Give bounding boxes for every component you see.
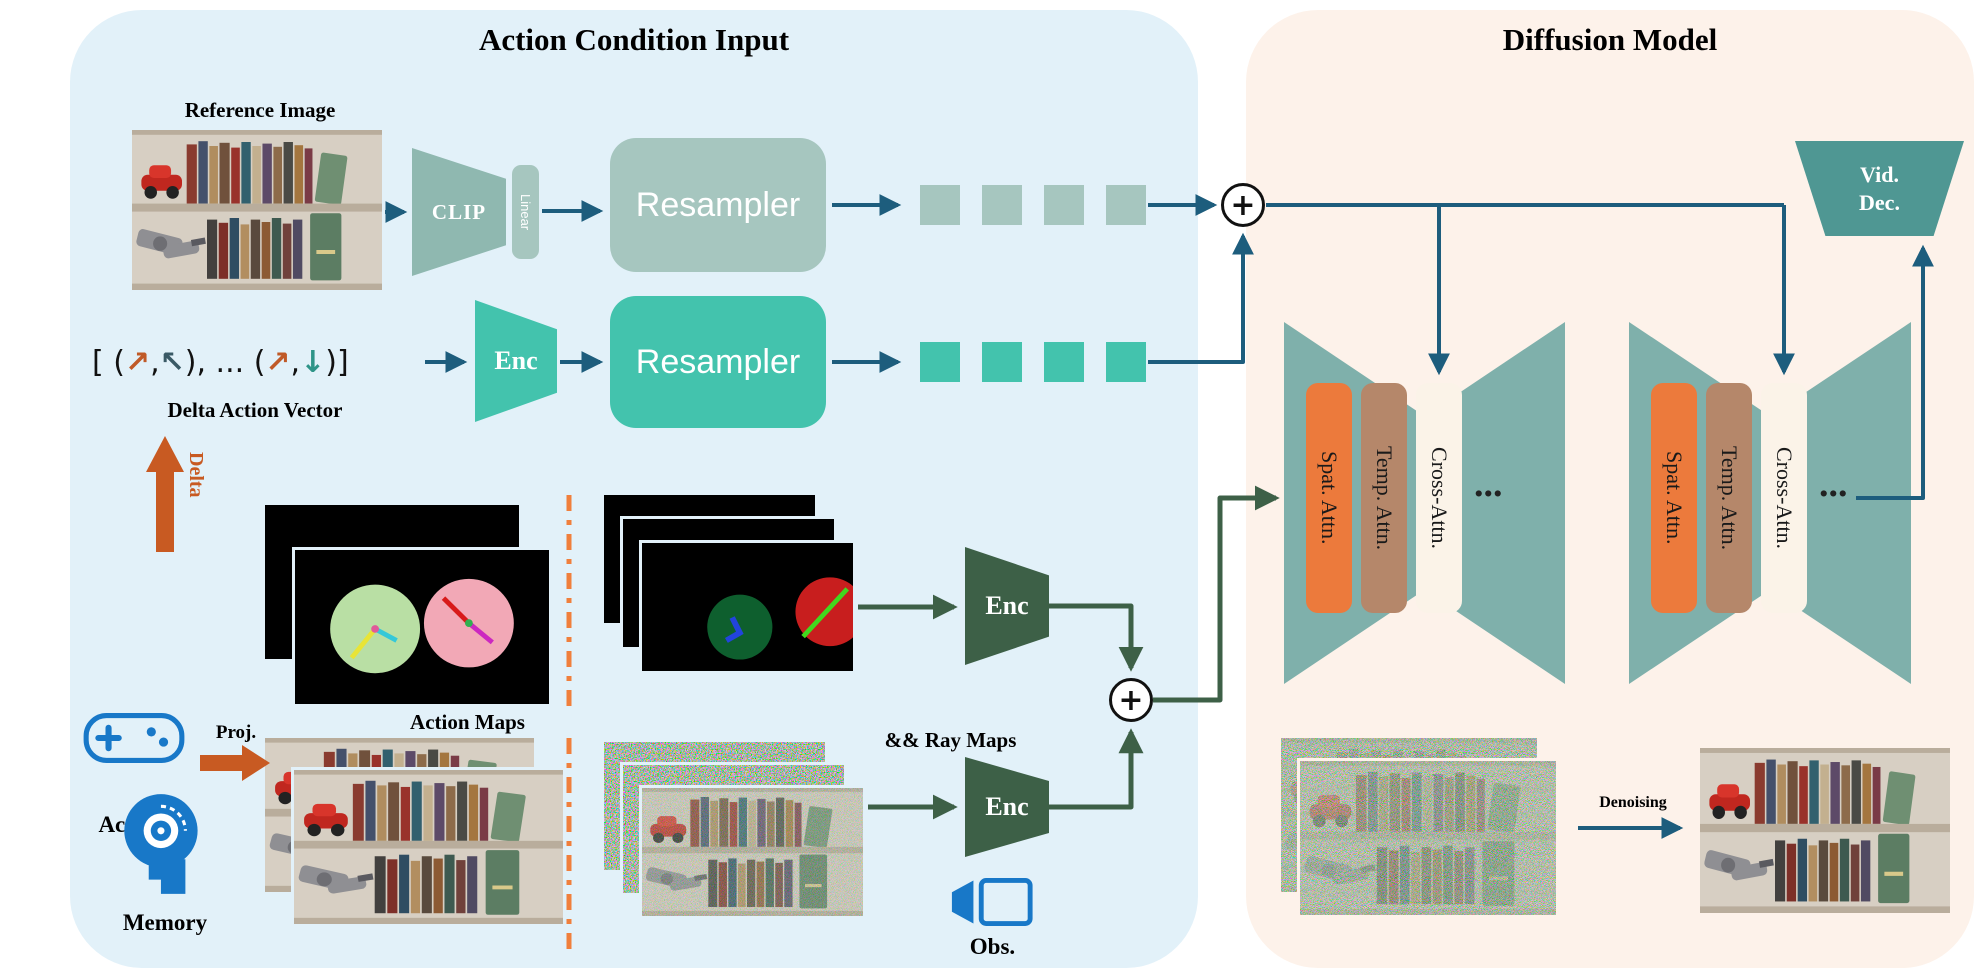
spatial-attention-2-label: Spat. Attn. xyxy=(1662,451,1687,545)
noisy-obs-frame-front xyxy=(639,785,866,919)
delta-label: Delta xyxy=(185,452,207,498)
resampler-image: Resampler xyxy=(610,138,826,272)
memory-photo-front xyxy=(291,767,566,927)
enc-maps-label: Enc xyxy=(985,591,1029,620)
temporal-attention-1-label: Temp. Attn. xyxy=(1372,445,1397,551)
action-token-square xyxy=(1106,342,1146,382)
ray-map-frame-front xyxy=(639,540,856,674)
linear-projection: Linear xyxy=(512,165,539,259)
video-decoder: Vid. Dec. xyxy=(1795,141,1964,236)
video-decoder-label-1: Vid. xyxy=(1860,162,1899,187)
delta-action-vector-label: Delta Action Vector xyxy=(167,398,343,422)
dvec-open: [ ( xyxy=(92,344,125,380)
action-map-frame-front xyxy=(292,547,552,707)
sum-circle-top: + xyxy=(1221,183,1265,227)
cross-attention-1: Cross-Attn. xyxy=(1416,383,1462,613)
cross-attention-2-label: Cross-Attn. xyxy=(1772,446,1797,550)
delta-action-vector-expression: [ (↗,↖), ... (↗,↓)] xyxy=(92,336,349,388)
dvec-arrow-1: ↗ xyxy=(124,344,151,380)
memory-head-icon xyxy=(124,794,198,894)
memory-label: Memory xyxy=(122,910,208,935)
enc-obs-label: Enc xyxy=(985,792,1029,821)
image-token-square xyxy=(1106,185,1146,225)
dvec-comma-1: , xyxy=(150,344,160,380)
action-maps-label: Action Maps xyxy=(410,710,525,734)
cross-attention-1-label: Cross-Attn. xyxy=(1427,446,1452,550)
denoising-label: Denoising xyxy=(1599,794,1667,811)
temporal-attention-1: Temp. Attn. xyxy=(1361,383,1407,613)
dvec-arrow-3: ↗ xyxy=(265,344,291,380)
linear-label: Linear xyxy=(518,193,533,231)
sum-top-plus: + xyxy=(1230,187,1256,223)
cross-attention-2: Cross-Attn. xyxy=(1761,383,1807,613)
action-token-square xyxy=(1044,342,1084,382)
spatial-attention-1: Spat. Attn. xyxy=(1306,383,1352,613)
spatial-attention-2: Spat. Attn. xyxy=(1651,383,1697,613)
dvec-arrow-4: ↓ xyxy=(300,344,326,380)
resampler-action-label: Resampler xyxy=(635,342,801,381)
resampler-image-label: Resampler xyxy=(635,185,801,224)
action-token-square xyxy=(920,342,960,382)
ellipsis-1: ... xyxy=(1474,463,1503,505)
left-panel-title: Action Condition Input xyxy=(478,22,790,57)
gamepad-icon xyxy=(83,713,185,763)
ellipsis-2: ... xyxy=(1819,463,1848,505)
spatial-attention-1-label: Spat. Attn. xyxy=(1317,451,1342,545)
action-token-square xyxy=(982,342,1022,382)
denoised-result-image xyxy=(1700,748,1950,913)
temporal-attention-2-label: Temp. Attn. xyxy=(1717,445,1742,551)
reference-image xyxy=(132,130,382,290)
sum-circle-maps: + xyxy=(1109,678,1153,722)
image-token-square xyxy=(1044,185,1084,225)
video-decoder-label-2: Dec. xyxy=(1859,189,1900,215)
dvec-mid: ), ... ( xyxy=(184,344,266,380)
right-panel-title: Diffusion Model xyxy=(1502,22,1718,57)
resampler-action: Resampler xyxy=(610,296,826,428)
clip-label: CLIP xyxy=(431,199,487,224)
diffusion-noisy-frame-front xyxy=(1297,758,1559,918)
sum-maps-plus: + xyxy=(1118,682,1144,718)
obs-label: Obs. xyxy=(969,934,1016,959)
reference-image-label: Reference Image xyxy=(184,98,336,122)
enc-vector-label: Enc xyxy=(494,346,538,375)
image-token-square xyxy=(982,185,1022,225)
ray-maps-label: && Ray Maps xyxy=(884,728,1017,752)
camera-icon xyxy=(951,878,1033,926)
image-token-square xyxy=(920,185,960,225)
dvec-comma-2: , xyxy=(290,344,301,380)
proj-label: Proj. xyxy=(215,722,257,743)
dvec-arrow-2: ↖ xyxy=(159,344,185,380)
temporal-attention-2: Temp. Attn. xyxy=(1706,383,1752,613)
dvec-close: )] xyxy=(325,344,349,380)
